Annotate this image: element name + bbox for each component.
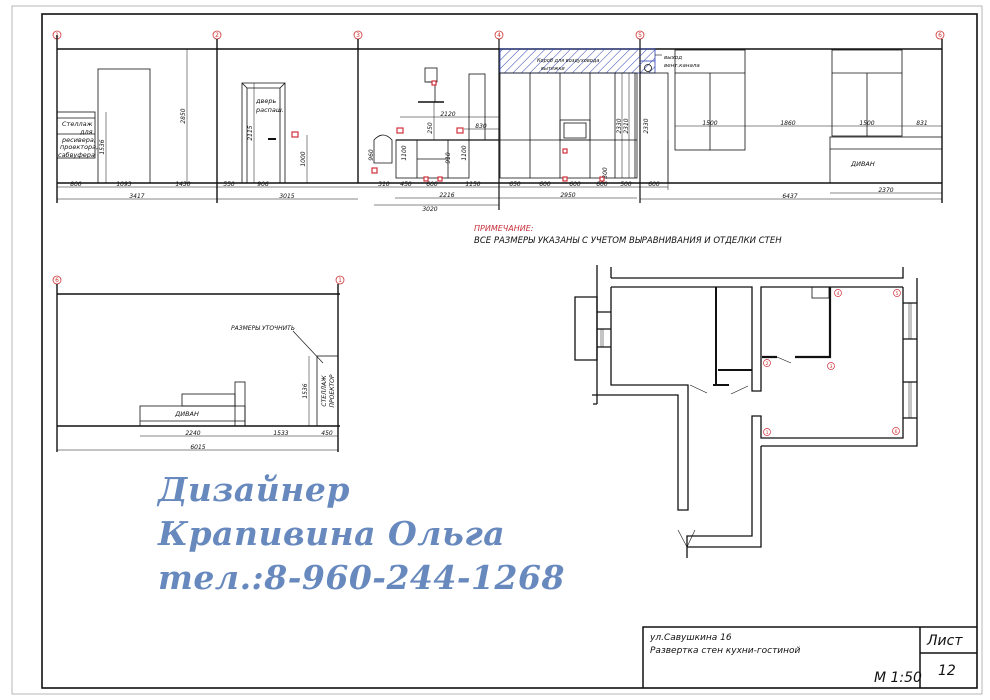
axis-6: 6 xyxy=(938,32,942,39)
shelf-label: для xyxy=(79,128,93,136)
dimension: 650 xyxy=(509,181,521,188)
dimension: 550 xyxy=(223,181,235,188)
dimension: 6015 xyxy=(190,444,205,451)
dimension: 1536 xyxy=(99,139,106,154)
dimension: 3020 xyxy=(422,206,437,213)
axis-2: 2 xyxy=(215,32,219,39)
plan-wall-markers xyxy=(763,289,901,436)
dimension: 2310 xyxy=(623,118,630,133)
sheet-frame xyxy=(11,5,983,695)
dimension: 600 xyxy=(426,181,438,188)
dimension: 600 xyxy=(539,181,551,188)
vertical-dimensions: 2850 1536 2115 1000 960 1100 250 1100 91… xyxy=(99,108,650,179)
dimension: 1430 xyxy=(175,181,190,188)
sheet-label: Лист xyxy=(926,633,963,649)
shelf-label: проектора, xyxy=(60,143,98,151)
shelf-label: ресивера, xyxy=(61,136,96,144)
scale: М 1:50 xyxy=(874,670,922,686)
sheet-number: 12 xyxy=(938,663,956,679)
wall-marker-4: 4 xyxy=(837,291,840,297)
dimension: 250 xyxy=(427,122,434,134)
address: ул.Савушкина 16 xyxy=(649,633,732,643)
dimension: 3417 xyxy=(129,193,144,200)
door-label: распаш. xyxy=(255,106,284,114)
dimension: 300 xyxy=(602,167,609,179)
main-elevation xyxy=(56,35,943,210)
note-text: ВСЕ РАЗМЕРЫ УКАЗАНЫ С УЧЕТОМ ВЫРАВНИВАНИ… xyxy=(474,236,782,246)
vent-outlet-label: вент.канала xyxy=(664,63,700,69)
wall-marker-2: 2 xyxy=(766,361,769,367)
second-elevation xyxy=(56,284,340,452)
main-elevation-dimensions: 800 1093 1430 550 906 310 450 600 1150 6… xyxy=(70,111,927,213)
watermark-phone: тел.:8-960-244-1268 xyxy=(158,558,565,597)
shelf-label: сабвуфера xyxy=(58,151,95,159)
title-block xyxy=(642,626,977,688)
door-label: дверь xyxy=(255,97,276,105)
dimension: 1093 xyxy=(116,181,131,188)
shelf-label: СТЕЛЛАЖ xyxy=(321,375,328,407)
shelf-label: Стеллаж xyxy=(62,120,93,128)
dimension: 2240 xyxy=(185,430,200,437)
dimension: 1100 xyxy=(461,145,468,160)
check-dimensions-label: РАЗМЕРЫ УТОЧНИТЬ xyxy=(231,325,295,332)
dimension: 2330 xyxy=(643,118,650,133)
sheet-title: Развертка стен кухни-гостиной xyxy=(650,646,801,656)
dimension: 830 xyxy=(475,123,487,130)
floor-plan xyxy=(574,265,918,558)
dimension: 1533 xyxy=(273,430,288,437)
main-elevation-labels: Стеллаж для ресивера, проектора, сабвуфе… xyxy=(58,55,875,168)
axis-3: 3 xyxy=(356,32,360,39)
dimension: 2850 xyxy=(180,108,187,123)
second-elevation-labels: ДИВАН РАЗМЕРЫ УТОЧНИТЬ СТЕЛЛАЖ ПРОЕКТОР … xyxy=(174,325,336,451)
dimension: 1536 xyxy=(302,383,309,398)
dimension: 831 xyxy=(916,120,927,127)
dimension: 600 xyxy=(648,181,660,188)
plan-wall-marker-labels: 1 2 3 4 5 6 xyxy=(766,291,899,436)
watermark-name: Крапивина Ольга xyxy=(158,514,506,553)
dimension: 6437 xyxy=(782,193,797,200)
dimension: 1150 xyxy=(465,181,480,188)
wall-marker-5: 5 xyxy=(896,291,899,297)
dimension: 1500 xyxy=(702,120,717,127)
duct-box-label: Короб для воздуховода xyxy=(537,58,599,64)
dimension: 1860 xyxy=(780,120,795,127)
dimension: 2216 xyxy=(439,192,454,199)
dimension: 3015 xyxy=(279,193,294,200)
dimension: 2950 xyxy=(560,192,575,199)
duct-box-label: вытяжки xyxy=(541,66,565,72)
note: ПРИМЕЧАНИЕ: ВСЕ РАЗМЕРЫ УКАЗАНЫ С УЧЕТОМ… xyxy=(474,224,782,246)
dimension: 310 xyxy=(378,181,390,188)
note-heading: ПРИМЕЧАНИЕ: xyxy=(474,224,534,233)
dimension: 2330 xyxy=(616,118,623,133)
axis-4: 4 xyxy=(497,32,501,39)
dimension: 600 xyxy=(596,181,608,188)
watermark-designer: Дизайнер xyxy=(158,470,350,509)
axis-5: 5 xyxy=(638,32,642,39)
dimension: 960 xyxy=(368,149,375,161)
dimension: 910 xyxy=(445,152,452,164)
dimension: 1000 xyxy=(300,151,307,166)
sofa-label: ДИВАН xyxy=(174,410,199,418)
sofa-label: ДИВАН xyxy=(850,160,875,168)
dimension: 2370 xyxy=(878,187,893,194)
dimension: 906 xyxy=(257,181,269,188)
dimension: 500 xyxy=(620,181,632,188)
wall-marker-1: 1 xyxy=(766,430,769,436)
dimension: 600 xyxy=(569,181,581,188)
dimension: 450 xyxy=(321,430,333,437)
dimension: 800 xyxy=(70,181,82,188)
dimension: 2115 xyxy=(247,125,254,140)
wall-marker-3: 3 xyxy=(830,364,833,370)
axis-1-second: 1 xyxy=(338,277,342,284)
wall-marker-6: 6 xyxy=(895,429,898,435)
dimension: 1500 xyxy=(859,120,874,127)
projector-label: ПРОЕКТОР xyxy=(329,374,336,407)
vent-outlet-label: выход xyxy=(664,55,682,61)
dimension: 2120 xyxy=(440,111,455,118)
dimension: 1100 xyxy=(401,145,408,160)
dimension: 450 xyxy=(400,181,412,188)
socket-markers xyxy=(291,80,605,182)
axis-6-second: 6 xyxy=(55,277,59,284)
